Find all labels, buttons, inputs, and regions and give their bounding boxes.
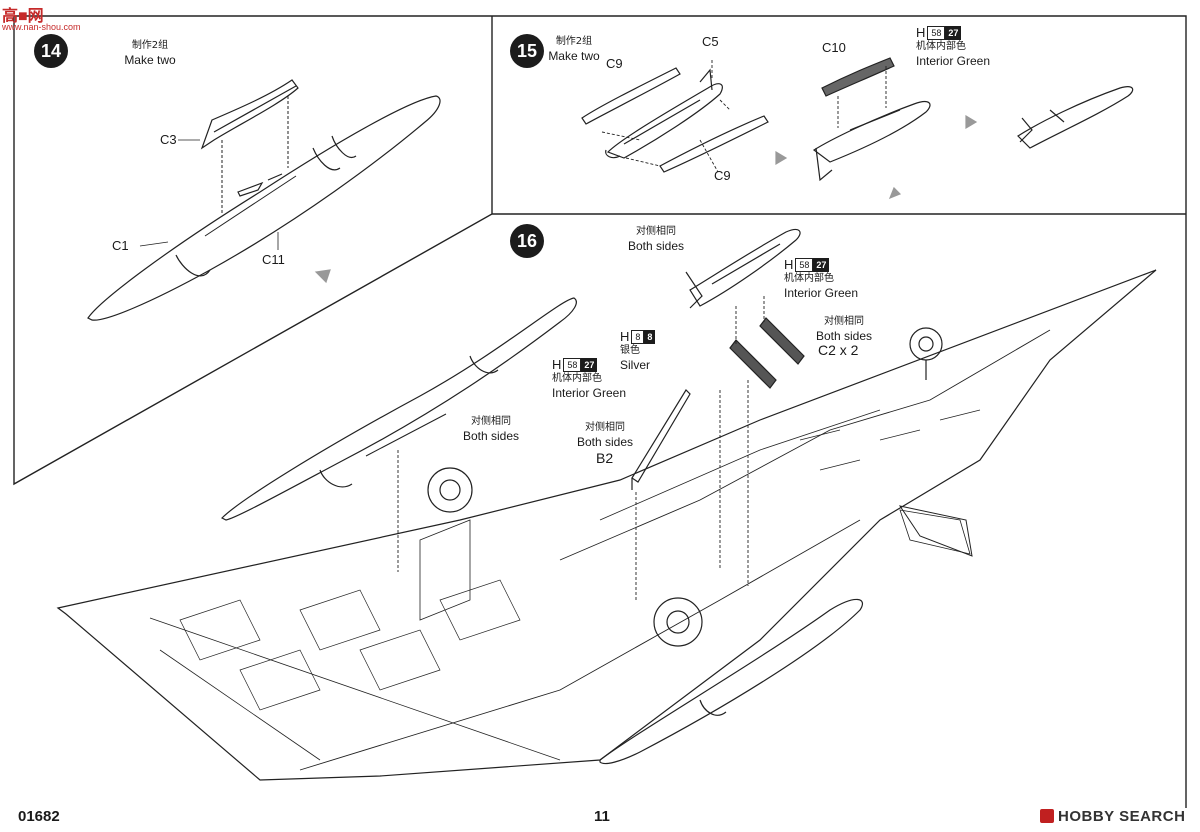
part-label-c11: C11	[262, 252, 285, 267]
part-label-c5: C5	[702, 34, 719, 49]
missile-step16	[685, 228, 801, 309]
paint-number: 8	[631, 330, 645, 345]
part-label-c3: C3	[160, 132, 177, 147]
hobby-search-logo-icon	[1040, 809, 1054, 823]
part-label-c9-top: C9	[606, 56, 623, 71]
step16-both-sides-top: 对侧相同 Both sides	[616, 224, 696, 254]
paint-name-en: Silver	[620, 358, 651, 373]
step14-note-zh: 制作2组	[131, 40, 169, 51]
step-number-15: 15	[510, 34, 544, 68]
paint-code: H	[620, 329, 630, 345]
source-watermark: HOBBY SEARCH	[1040, 808, 1185, 825]
ventral-fin	[898, 505, 973, 557]
step15-note-en: Make two	[548, 49, 600, 63]
arrow-step15b	[965, 114, 978, 130]
both-sides-zh: 对侧相同	[824, 316, 864, 327]
missile-c5-assembly	[605, 68, 723, 159]
step15-note-zh: 制作2组	[555, 36, 593, 47]
arrow-step15a	[775, 150, 788, 166]
both-sides-en: Both sides	[627, 239, 685, 253]
guide-lines-14	[221, 96, 289, 214]
paint-number-dark: 8	[644, 330, 656, 345]
page-number: 11	[594, 808, 610, 825]
panel-divider	[13, 15, 1187, 808]
paint-name-en: Interior Green	[552, 386, 627, 401]
paint-name-zh: 机体内部色	[552, 373, 602, 385]
paint-number: 58	[927, 26, 946, 41]
fin-c9-bottom	[659, 115, 769, 173]
part-label-c2: C2 x 2	[818, 342, 859, 358]
source-text: HOBBY SEARCH	[1058, 808, 1186, 825]
step-number-14: 14	[34, 34, 68, 68]
arrow-step15c	[888, 186, 902, 200]
watermark-logo: 高■网	[2, 8, 44, 25]
paint-code: H	[552, 357, 562, 373]
rails-c2	[729, 317, 805, 389]
step16-both-sides-right: 对侧相同 Both sides	[806, 314, 882, 344]
step16-both-sides-mid: 对侧相同 Both sides	[570, 420, 640, 450]
rail-c10	[821, 57, 895, 97]
both-sides-zh: 对侧相同	[471, 416, 511, 427]
paint-name-zh: 机体内部色	[784, 273, 834, 285]
paint-number-dark: 27	[581, 358, 598, 373]
paint-number: 58	[563, 358, 582, 373]
part-label-c1: C1	[112, 238, 129, 253]
arrow-step14	[314, 269, 331, 284]
paint-code: H	[916, 25, 926, 41]
paint-number-dark: 27	[813, 258, 830, 273]
fin-c9-top	[581, 67, 681, 125]
kit-number: 01682	[18, 808, 60, 825]
paint-number: 58	[795, 258, 814, 273]
watermark-url: www.nan-shou.com	[2, 22, 81, 32]
main-wheel-right	[653, 597, 703, 647]
missile-finished-15	[1017, 86, 1134, 149]
both-sides-en: Both sides	[462, 429, 520, 443]
both-sides-zh: 对侧相同	[585, 422, 625, 433]
pylon-c3	[200, 79, 299, 150]
main-wheel-left	[427, 467, 473, 513]
both-sides-en: Both sides	[576, 435, 634, 449]
drop-tank-step14	[87, 95, 441, 321]
missile-with-rail	[812, 100, 931, 182]
paint-name-en: Interior Green	[784, 286, 859, 301]
airframe	[56, 269, 1157, 781]
drop-tank-attached	[599, 598, 863, 765]
step15-note: 制作2组 Make two	[538, 34, 610, 64]
paint-number-dark: 27	[945, 26, 962, 41]
paint-name-zh: 机体内部色	[916, 41, 966, 53]
step-number-16: 16	[510, 224, 544, 258]
paint-name-en: Interior Green	[916, 54, 991, 69]
nose-wheel	[909, 327, 943, 380]
step14-note: 制作2组 Make two	[110, 38, 190, 68]
part-label-c9-bottom: C9	[714, 168, 731, 183]
step14-note-en: Make two	[124, 53, 176, 67]
part-label-b2: B2	[596, 450, 614, 466]
paint-code: H	[784, 257, 794, 273]
paint-name-zh: 银色	[620, 345, 640, 357]
strut-b2	[631, 389, 691, 490]
both-sides-en: Both sides	[815, 329, 873, 343]
step16-both-sides-tank: 对侧相同 Both sides	[456, 414, 526, 444]
both-sides-zh: 对侧相同	[636, 226, 676, 237]
part-label-c10: C10	[822, 40, 846, 55]
drop-tank-step16	[220, 297, 577, 521]
